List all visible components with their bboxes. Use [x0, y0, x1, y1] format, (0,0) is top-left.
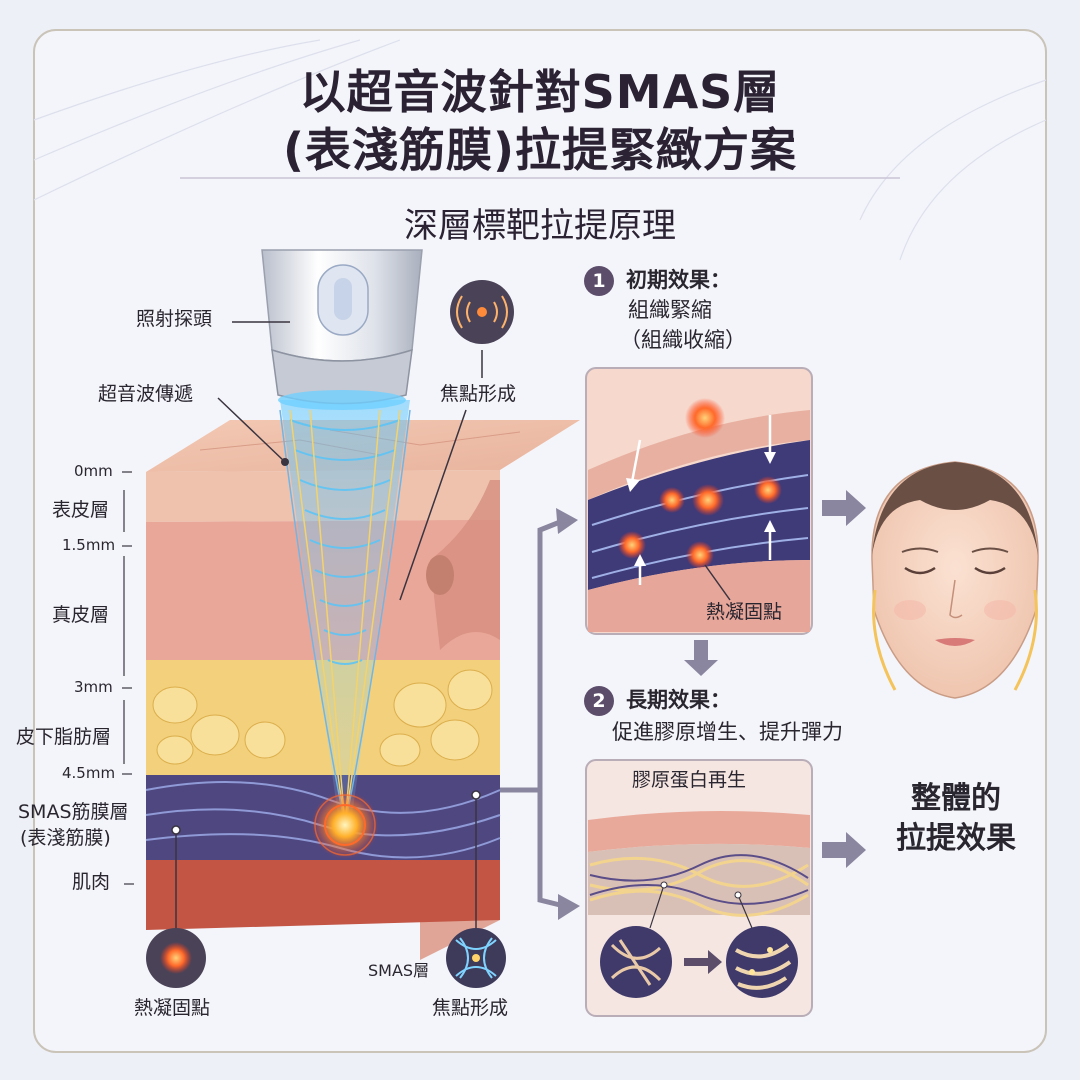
label-probe: 照射探頭 — [136, 308, 213, 330]
layer-fat-label: 皮下脂肪層 — [16, 726, 112, 748]
label-focal-top: 焦點形成 — [440, 383, 517, 405]
decorative-waves — [33, 39, 1047, 261]
panel1-dermis-band — [588, 410, 810, 500]
layer-muscle-label: 肌肉 — [72, 871, 111, 893]
layer-dermis-label: 真皮層 — [52, 604, 110, 626]
ultrasound-beam — [280, 400, 410, 830]
panel1-lower-band — [588, 560, 810, 632]
step-1-line-2: 組織緊縮 — [628, 298, 712, 322]
focal-heat-point — [311, 791, 379, 859]
panel-2-title: 膠原蛋白再生 — [632, 769, 747, 791]
panel1-leader — [704, 564, 731, 601]
focal-ring-1 — [324, 804, 366, 846]
step-2-badge: 2 — [584, 686, 614, 716]
depth-0mm: 0mm — [74, 462, 113, 480]
beam-side-lines — [279, 409, 411, 826]
focal-ring-2 — [314, 794, 376, 856]
connector-arrow-bottom — [558, 894, 580, 920]
right-arrow-result — [822, 832, 866, 868]
step-2-title: 長期效果： — [626, 688, 731, 712]
layer-muscle-front — [146, 860, 500, 930]
panel1-arrowheads — [626, 452, 776, 566]
beam-wavefronts — [289, 419, 401, 665]
fat-globules — [152, 669, 493, 767]
subtitle: 深層標靶拉提原理 — [404, 206, 676, 246]
leader-dot-smas — [171, 825, 181, 835]
depth-3mm: 3mm — [74, 678, 113, 696]
label-focal-bottom: 焦點形成 — [432, 997, 509, 1019]
result-line-1: 整體的 — [911, 781, 1001, 816]
layer-smas-label-2: (表淺筋膜) — [20, 827, 111, 849]
hair-follicle — [430, 480, 500, 650]
leader-lines — [175, 321, 483, 930]
label-transmission: 超音波傳遞 — [98, 383, 194, 405]
right-arrow-face — [822, 490, 866, 526]
depth-4-5mm: 4.5mm — [62, 764, 116, 782]
leader-dot-smas-right — [471, 790, 481, 800]
down-arrow — [684, 640, 718, 676]
label-thermal-bottom: 熱凝固點 — [134, 997, 211, 1019]
connector-bracket — [500, 519, 561, 908]
title-line-2: (表淺筋膜)拉提緊緻方案 — [282, 123, 798, 177]
probe-emitter — [278, 390, 406, 410]
panel2-collagen-fibers — [589, 856, 809, 917]
layer-epidermis-label: 表皮層 — [52, 499, 110, 521]
beam-focus-lines — [289, 409, 401, 826]
depth-1-5mm: 1.5mm — [62, 536, 116, 554]
depth-scale — [122, 471, 134, 885]
step-1-badge: 1 — [584, 266, 614, 296]
collagen-arrow — [684, 950, 722, 974]
label-thermal-panel: 熱凝固點 — [706, 601, 783, 623]
face-illustration — [871, 461, 1039, 699]
layer-smas-label-1: SMAS筋膜層 — [18, 801, 129, 823]
panel2-skin-band — [588, 811, 810, 852]
panel1-compress-arrows — [630, 415, 772, 585]
step-1-title: 初期效果： — [626, 268, 731, 292]
result-line-2: 拉提效果 — [896, 821, 1016, 856]
leader-dot-transmission — [281, 458, 289, 466]
label-smas-small: SMAS層 — [368, 961, 430, 980]
connector-arrow-top — [556, 508, 578, 534]
gland — [426, 555, 454, 595]
probe-button-inner — [334, 278, 352, 320]
step-2-line-2: 促進膠原增生、提升彈力 — [612, 720, 843, 744]
step-1-line-3: （組織收縮） — [620, 328, 746, 352]
panel1-heat-dots — [618, 398, 782, 569]
title-line-1: 以超音波針對SMAS層 — [299, 65, 781, 119]
